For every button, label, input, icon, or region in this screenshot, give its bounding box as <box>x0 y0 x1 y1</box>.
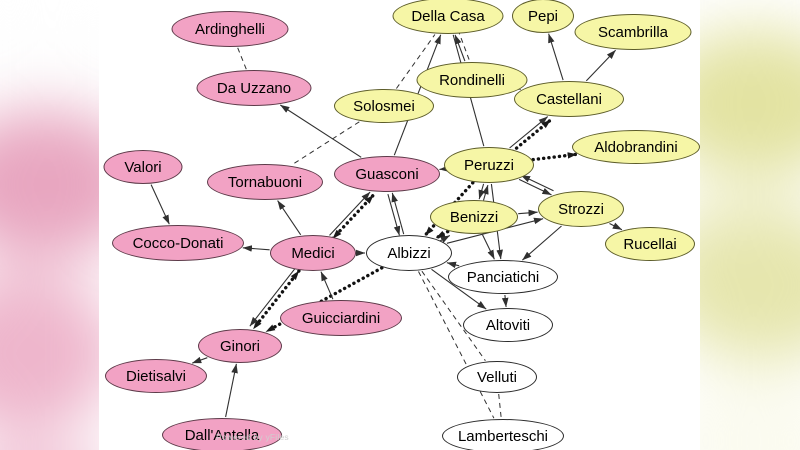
graph-edge <box>509 116 549 149</box>
graph-node-label: Da Uzzano <box>216 79 292 97</box>
graph-edge <box>242 245 270 252</box>
graph-node-dietisalvi[interactable]: Dietisalvi <box>105 359 207 393</box>
graph-edge <box>329 191 371 236</box>
graph-node-label: Cocco-Donati <box>132 234 224 252</box>
graph-node-valori[interactable]: Valori <box>103 150 183 184</box>
graph-edge <box>482 184 489 201</box>
graph-node-medici[interactable]: Medici <box>270 235 356 271</box>
graph-node-label: Della Casa <box>411 7 485 25</box>
graph-node-label: Benizzi <box>449 208 499 226</box>
watermark: Powered by yFiles <box>216 432 289 442</box>
graph-edge <box>478 183 485 200</box>
graph-node-label: Peruzzi <box>463 156 515 174</box>
graph-node-label: Aldobrandini <box>594 138 678 156</box>
graph-edge <box>320 271 334 300</box>
graph-node-castellani[interactable]: Castellani <box>514 81 624 117</box>
graph-edge <box>331 193 376 241</box>
graph-node-label: Albizzi <box>387 244 431 262</box>
graph-edge <box>510 118 553 154</box>
graph-node-dallantella[interactable]: Dall'Antella <box>162 418 282 450</box>
graph-node-label: Dall'Antella <box>184 426 260 444</box>
graph-edge <box>225 363 238 418</box>
blurred-right-border <box>700 0 800 450</box>
graph-edge <box>531 152 579 162</box>
graph-edge <box>520 174 554 192</box>
graph-edge <box>395 34 436 89</box>
graph-node-label: Castellani <box>536 90 602 108</box>
graph-node-label: Guicciardini <box>301 309 381 327</box>
graph-edge <box>249 267 296 327</box>
graph-edge <box>251 269 301 331</box>
graph-edge <box>191 356 208 364</box>
graph-edge <box>277 200 302 236</box>
graph-edge <box>446 261 460 269</box>
graph-node-coccodonati[interactable]: Cocco-Donati <box>112 225 244 261</box>
graph-node-label: Medici <box>291 244 335 262</box>
graph-node-pepi[interactable]: Pepi <box>512 0 574 33</box>
graph-node-benizzi[interactable]: Benizzi <box>430 200 518 234</box>
graph-edge <box>418 271 495 419</box>
graph-edge <box>548 33 564 81</box>
graph-node-panciatichi[interactable]: Panciatichi <box>448 260 558 294</box>
graph-node-label: Dietisalvi <box>125 367 186 385</box>
graph-node-scambrilla[interactable]: Scambrilla <box>574 14 692 50</box>
graph-node-strozzi[interactable]: Strozzi <box>538 191 624 227</box>
graph-node-velluti[interactable]: Velluti <box>457 361 537 393</box>
graph-edge <box>501 294 509 308</box>
graph-node-solosmei[interactable]: Solosmei <box>334 89 434 123</box>
graph-node-label: Pepi <box>527 7 559 25</box>
graph-edge <box>482 234 495 260</box>
graph-node-label: Panciatichi <box>466 268 540 286</box>
graph-node-peruzzi[interactable]: Peruzzi <box>444 147 534 183</box>
graph-node-label: Ginori <box>219 337 260 355</box>
graph-edge <box>391 192 405 235</box>
graph-node-label: Velluti <box>476 368 518 386</box>
graph-node-label: Strozzi <box>558 200 604 218</box>
graph-edge <box>150 184 170 225</box>
graph-edge <box>421 270 486 361</box>
graph-edge <box>454 34 466 62</box>
graph-node-albizzi[interactable]: Albizzi <box>366 235 452 271</box>
graph-edge <box>458 33 470 60</box>
graph-node-guasconi[interactable]: Guasconi <box>334 156 440 192</box>
graph-edge <box>585 49 616 82</box>
graph-node-tornabuoni[interactable]: Tornabuoni <box>207 164 323 200</box>
graph-node-dauzzano[interactable]: Da Uzzano <box>196 70 312 106</box>
graph-edge <box>280 104 362 158</box>
graph-node-label: Scambrilla <box>597 23 669 41</box>
graph-node-label: Rucellai <box>623 235 677 253</box>
graph-node-dellacasa[interactable]: Della Casa <box>392 0 504 34</box>
graph-node-guicciardini[interactable]: Guicciardini <box>280 300 402 336</box>
graph-node-label: Altoviti <box>485 316 531 334</box>
graph-node-rondinelli[interactable]: Rondinelli <box>416 62 528 98</box>
graph-node-lamberteschi[interactable]: Lamberteschi <box>442 419 564 450</box>
graph-node-label: Tornabuoni <box>227 173 303 191</box>
graph-node-label: Ardinghelli <box>194 20 266 38</box>
graph-edge <box>291 121 360 166</box>
graph-edge <box>434 229 450 240</box>
graph-edge <box>498 393 502 419</box>
graph-node-rucellai[interactable]: Rucellai <box>605 227 695 261</box>
graph-node-ginori[interactable]: Ginori <box>198 329 282 363</box>
graph-edge <box>387 193 401 236</box>
graph-node-label: Guasconi <box>355 165 419 183</box>
graph-node-aldobrandini[interactable]: Aldobrandini <box>572 130 700 164</box>
graph-node-label: Solosmei <box>353 97 415 115</box>
graph-node-label: Lamberteschi <box>457 427 549 445</box>
graph-edge <box>237 47 247 70</box>
graph-edge <box>522 225 562 261</box>
graph-node-ardinghelli[interactable]: Ardinghelli <box>171 11 289 47</box>
blurred-left-border <box>0 0 99 450</box>
graph-edge <box>609 222 623 231</box>
graph-node-altoviti[interactable]: Altoviti <box>463 308 553 342</box>
graph-edge <box>518 209 538 217</box>
graph-node-label: Rondinelli <box>439 71 505 89</box>
graph-node-label: Valori <box>124 158 162 176</box>
graph-edge <box>431 268 487 310</box>
